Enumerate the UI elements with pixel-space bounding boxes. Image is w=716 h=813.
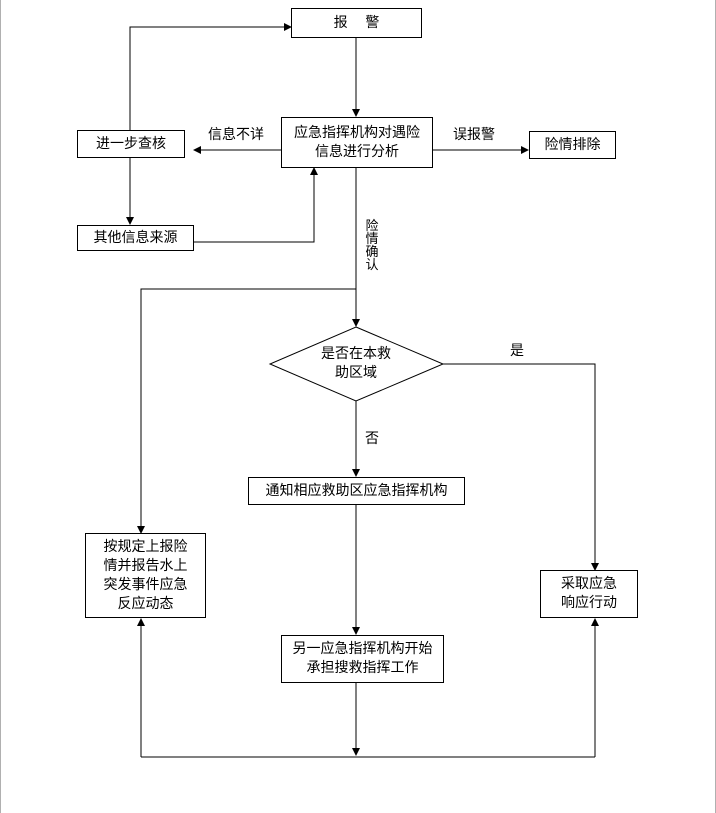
arrow-decision-yes-to-action <box>443 363 599 571</box>
node-decision-label: 是否在本救助区域 <box>321 346 391 381</box>
node-report-up-label: 按规定上报险情并报告水上突发事件应急反应动态 <box>103 538 188 612</box>
node-notify-other: 通知相应救助区应急指挥机构 <box>248 477 465 505</box>
node-other-command-label: 另一应急指挥机构开始承担搜救指挥工作 <box>292 641 433 676</box>
node-danger-cleared: 险情排除 <box>529 131 616 159</box>
node-other-command: 另一应急指挥机构开始承担搜救指挥工作 <box>281 635 444 683</box>
node-notify-other-label: 通知相应救助区应急指挥机构 <box>265 482 448 499</box>
node-take-action-label: 采取应急响应行动 <box>561 576 617 611</box>
node-other-sources-label: 其他信息来源 <box>93 229 178 246</box>
node-command-center-label: 应急指挥机构对遇险信息进行分析 <box>294 124 420 160</box>
node-further-check-label: 进一步查核 <box>96 135 166 152</box>
label-yes: 是 <box>510 343 524 359</box>
label-false-alarm: 误报警 <box>453 127 495 143</box>
node-report-up: 按规定上报险情并报告水上突发事件应急反应动态 <box>85 533 206 618</box>
page-border-left <box>0 0 1 813</box>
label-info-incomplete: 信息不详 <box>208 127 264 143</box>
label-no: 否 <box>365 431 379 447</box>
label-danger-confirmed: 险情确认 <box>365 219 379 273</box>
node-alarm-label: 报 警 <box>333 14 380 31</box>
node-alarm: 报 警 <box>291 8 422 38</box>
node-other-sources: 其他信息来源 <box>77 225 194 251</box>
arrow-further-check-to-alarm <box>129 23 292 130</box>
arrow-branch-to-report <box>137 288 356 534</box>
node-command-center: 应急指挥机构对遇险信息进行分析 <box>281 117 433 168</box>
node-danger-cleared-label: 险情排除 <box>544 136 601 153</box>
decision-diamond <box>268 326 445 402</box>
arrow-other-sources-to-command <box>194 167 318 243</box>
node-further-check: 进一步查核 <box>77 130 185 158</box>
node-take-action: 采取应急响应行动 <box>540 570 638 618</box>
